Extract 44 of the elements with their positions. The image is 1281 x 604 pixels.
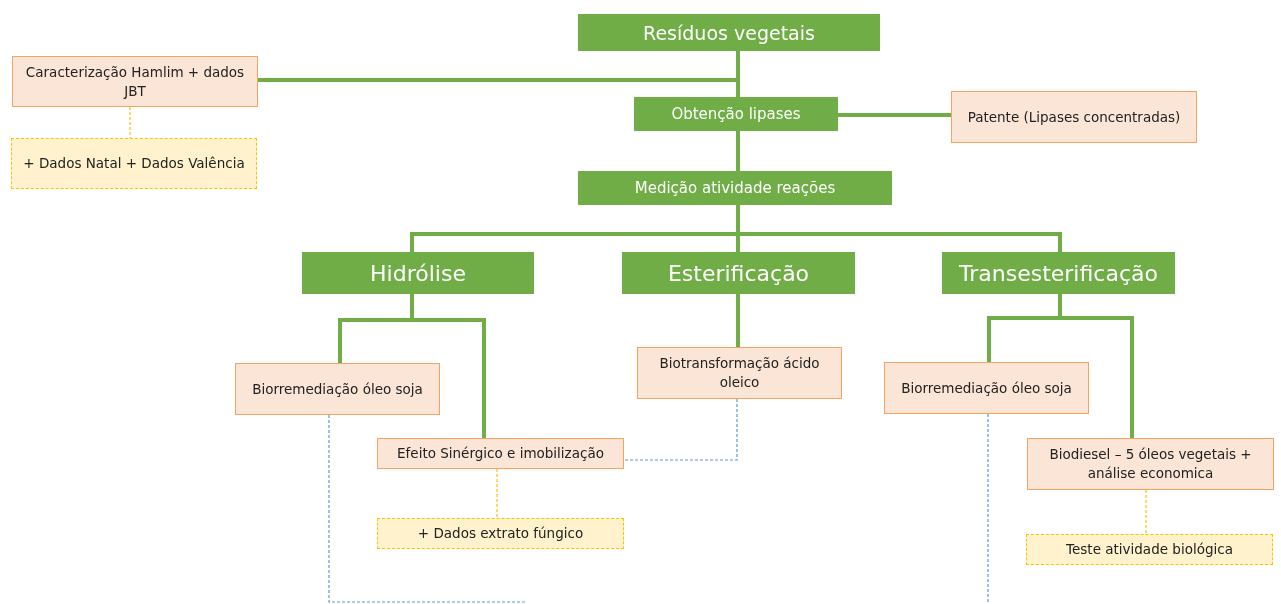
process-box	[1027, 438, 1274, 490]
node-label: Obtenção lipases	[670, 105, 802, 123]
node-label: Biorremediação óleo soja	[251, 379, 424, 399]
node-label: Biotransformação ácido oleico	[658, 354, 821, 392]
connector-line	[736, 294, 740, 347]
node-label: Medição atividade reações	[633, 179, 837, 197]
category-box	[302, 252, 534, 294]
process-box	[637, 347, 842, 399]
note-box	[1026, 534, 1273, 565]
connector-line	[736, 131, 740, 171]
process-box	[12, 56, 258, 107]
dashed-connector	[987, 413, 989, 603]
connector-line	[258, 78, 740, 97]
process-box	[884, 362, 1089, 414]
node-label: Biodiesel – 5 óleos vegetais + análise economica	[1048, 445, 1253, 483]
node-label: Esterificação	[666, 260, 811, 286]
process-box	[951, 91, 1197, 143]
note-box	[377, 518, 624, 549]
process-box	[235, 363, 440, 415]
node-label: + Dados Natal + Dados Valência	[22, 154, 246, 173]
process-box	[634, 97, 838, 131]
connector-line	[838, 113, 951, 117]
connector-line	[736, 205, 1062, 252]
node-label: Resíduos vegetais	[642, 21, 816, 44]
dashed-connector	[623, 398, 738, 461]
category-box	[942, 252, 1175, 294]
node-label: Efeito Sinérgico e imobilização	[396, 444, 605, 463]
node-label: Transesterificação	[958, 260, 1159, 286]
note-box	[11, 138, 257, 189]
dashed-connector	[1145, 489, 1147, 535]
dashed-connector	[496, 468, 498, 519]
node-label: Caracterização Hamlim + dados JBT	[24, 62, 246, 101]
node-label: Biorremediação óleo soja	[900, 378, 1073, 398]
node-label: Patente (Lipases concentradas)	[966, 107, 1182, 127]
category-box	[622, 252, 855, 294]
connector-line	[1058, 294, 1134, 438]
process-box	[377, 438, 624, 469]
node-label: Hidrólise	[369, 260, 467, 286]
connector-line	[410, 294, 486, 438]
top-process-box	[578, 14, 880, 51]
dashed-connector	[328, 414, 526, 603]
process-box	[578, 171, 892, 205]
node-label: + Dados extrato fúngico	[416, 524, 585, 543]
node-label: Teste atividade biológica	[1065, 540, 1234, 559]
